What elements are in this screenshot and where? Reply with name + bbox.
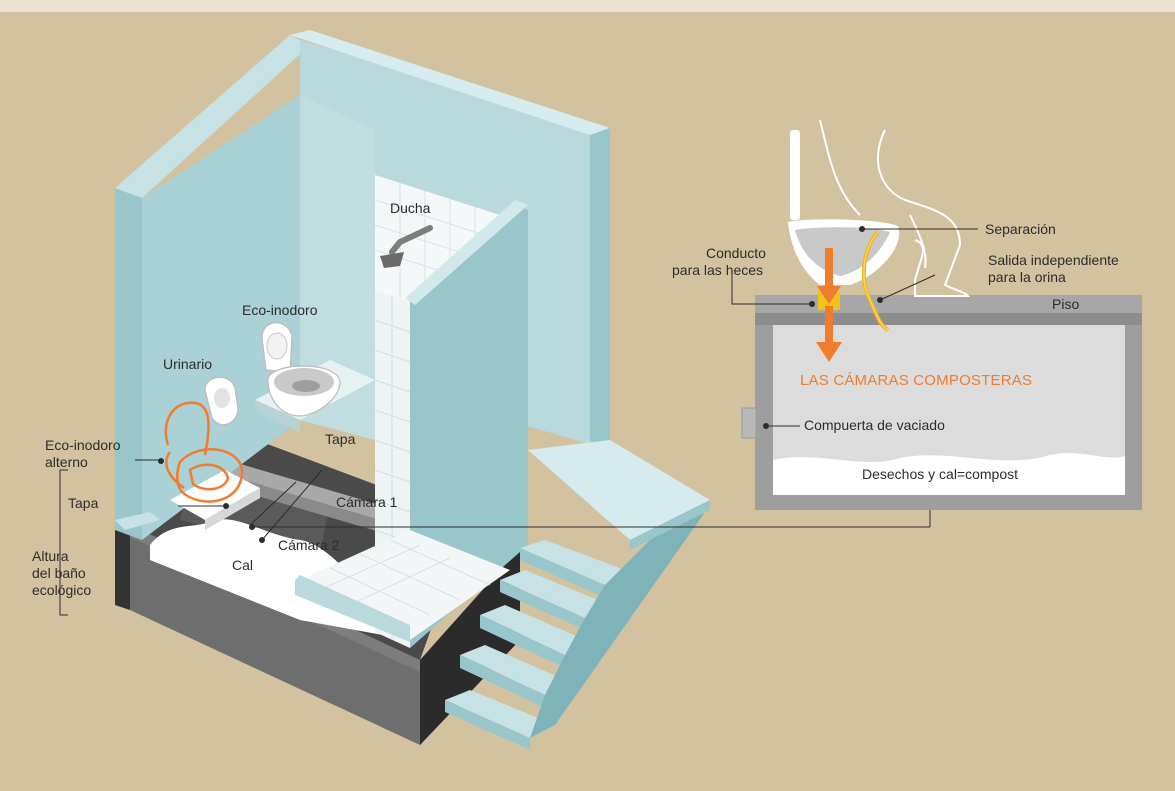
label-camaras-composteras: LAS CÁMARAS COMPOSTERAS (800, 372, 1032, 389)
label-altura-1: Altura (32, 548, 69, 565)
label-ducha: Ducha (390, 200, 430, 217)
label-camara-2: Cámara 2 (278, 537, 339, 554)
label-tapa-main: Tapa (325, 431, 355, 448)
left-wall-front (115, 188, 142, 540)
label-eco-inodoro-alterno-2: alterno (45, 454, 88, 471)
label-altura-3: ecológico (32, 582, 91, 599)
label-salida-1: Salida independiente (988, 252, 1119, 269)
label-altura-2: del baño (32, 565, 86, 582)
floor-slab-shade (755, 313, 1142, 325)
label-camara-1: Cámara 1 (336, 494, 397, 511)
label-eco-inodoro-alterno-1: Eco-inodoro (45, 437, 121, 454)
label-cal: Cal (232, 557, 253, 574)
label-conducto-2: para las heces (672, 262, 763, 279)
chamber-section-bottom (755, 495, 1142, 510)
eco-toilet-lid-inner (267, 333, 287, 359)
eco-toilet-hole (292, 380, 320, 392)
seat-back (790, 130, 800, 220)
back-wall-side (590, 128, 610, 455)
emptying-hatch (742, 408, 756, 438)
label-desechos: Desechos y cal=compost (862, 466, 1018, 483)
label-urinario: Urinario (163, 356, 212, 373)
label-eco-inodoro: Eco-inodoro (242, 302, 318, 319)
label-conducto-1: Conducto (706, 245, 766, 262)
label-salida-2: para la orina (988, 269, 1066, 286)
label-tapa-alt: Tapa (68, 495, 98, 512)
label-separacion: Separación (985, 221, 1056, 238)
label-compuerta: Compuerta de vaciado (804, 417, 945, 434)
chamber-section-left-wall (755, 325, 773, 510)
chamber-section-right-wall (1125, 325, 1142, 510)
urinal-bowl (214, 388, 230, 408)
label-piso: Piso (1052, 296, 1079, 313)
